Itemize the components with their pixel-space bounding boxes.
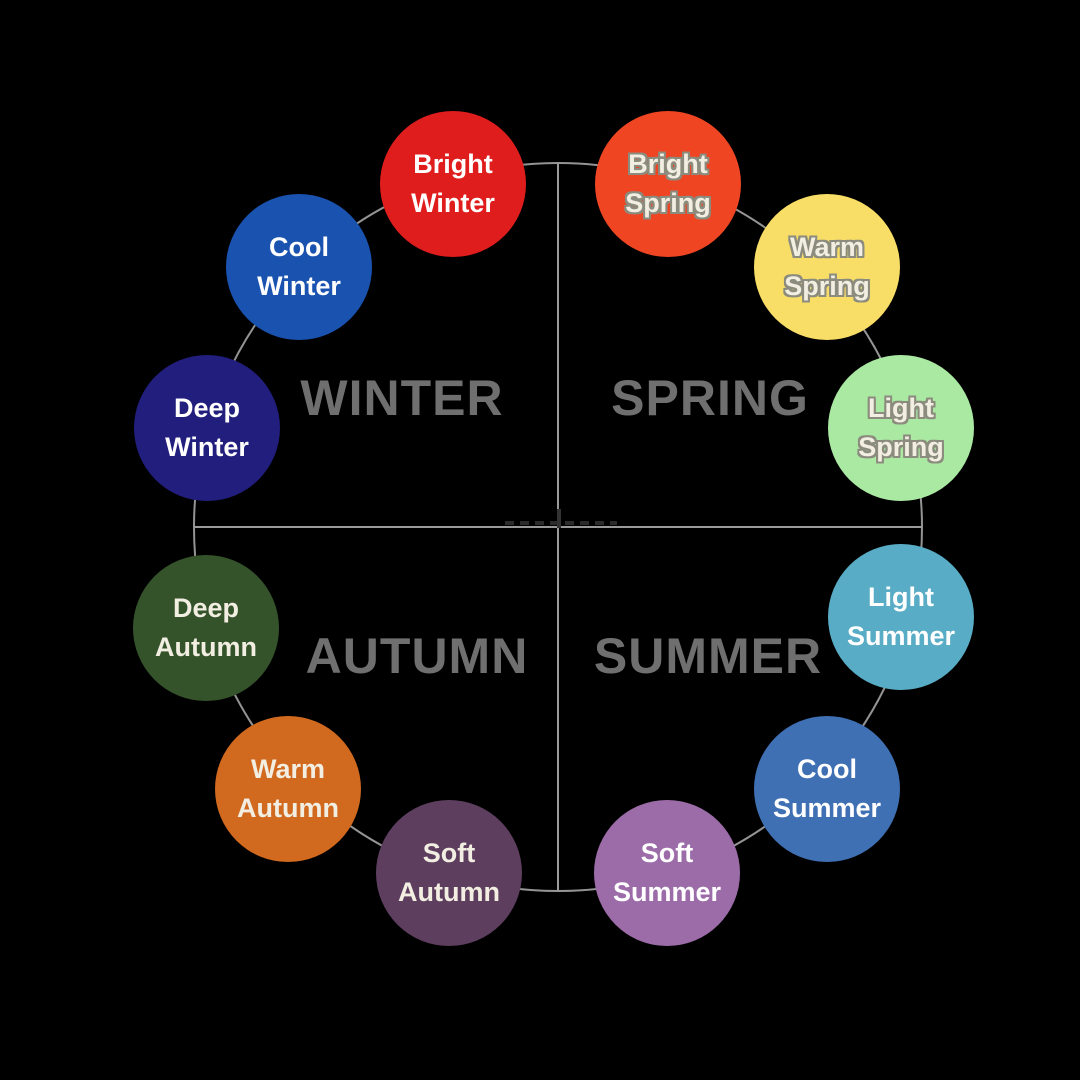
season-circle-bright-winter: Bright Winter	[380, 111, 526, 257]
season-label: Soft Autumn	[398, 837, 500, 907]
season-label: Deep Winter	[165, 392, 249, 462]
season-circle-light-summer: Light Summer	[828, 544, 974, 690]
season-circle-bright-spring: Bright Spring	[595, 111, 741, 257]
season-circle-soft-autumn: Soft Autumn	[376, 800, 522, 946]
season-label: Cool Summer	[772, 753, 882, 823]
season-label: Warm Spring	[784, 231, 870, 301]
center-microtext	[505, 521, 617, 525]
season-circle-cool-summer: Cool Summer	[754, 716, 900, 862]
season-label: Bright Spring	[625, 148, 711, 218]
season-circle-warm-spring: Warm Spring	[754, 194, 900, 340]
quadrant-label-winter: WINTER	[300, 370, 504, 426]
season-label: Bright Winter	[411, 148, 495, 218]
season-label: Cool Winter	[257, 231, 341, 301]
season-circle-warm-autumn: Warm Autumn	[215, 716, 361, 862]
center-tick-mark	[557, 509, 561, 528]
season-label: Light Summer	[846, 581, 956, 651]
season-circle-deep-autumn: Deep Autumn	[133, 555, 279, 701]
season-circle-deep-winter: Deep Winter	[134, 355, 280, 501]
season-circle-light-spring: Light Spring	[828, 355, 974, 501]
quadrant-label-summer: SUMMER	[593, 628, 823, 684]
season-circle-soft-summer: Soft Summer	[594, 800, 740, 946]
season-label: Light Spring	[858, 392, 944, 462]
quadrant-label-autumn: AUTUMN	[305, 628, 529, 684]
season-circle-cool-winter: Cool Winter	[226, 194, 372, 340]
season-label: Soft Summer	[612, 837, 722, 907]
season-label: Warm Autumn	[237, 753, 339, 823]
season-label: Deep Autumn	[155, 592, 257, 662]
quadrant-label-spring: SPRING	[611, 370, 809, 426]
